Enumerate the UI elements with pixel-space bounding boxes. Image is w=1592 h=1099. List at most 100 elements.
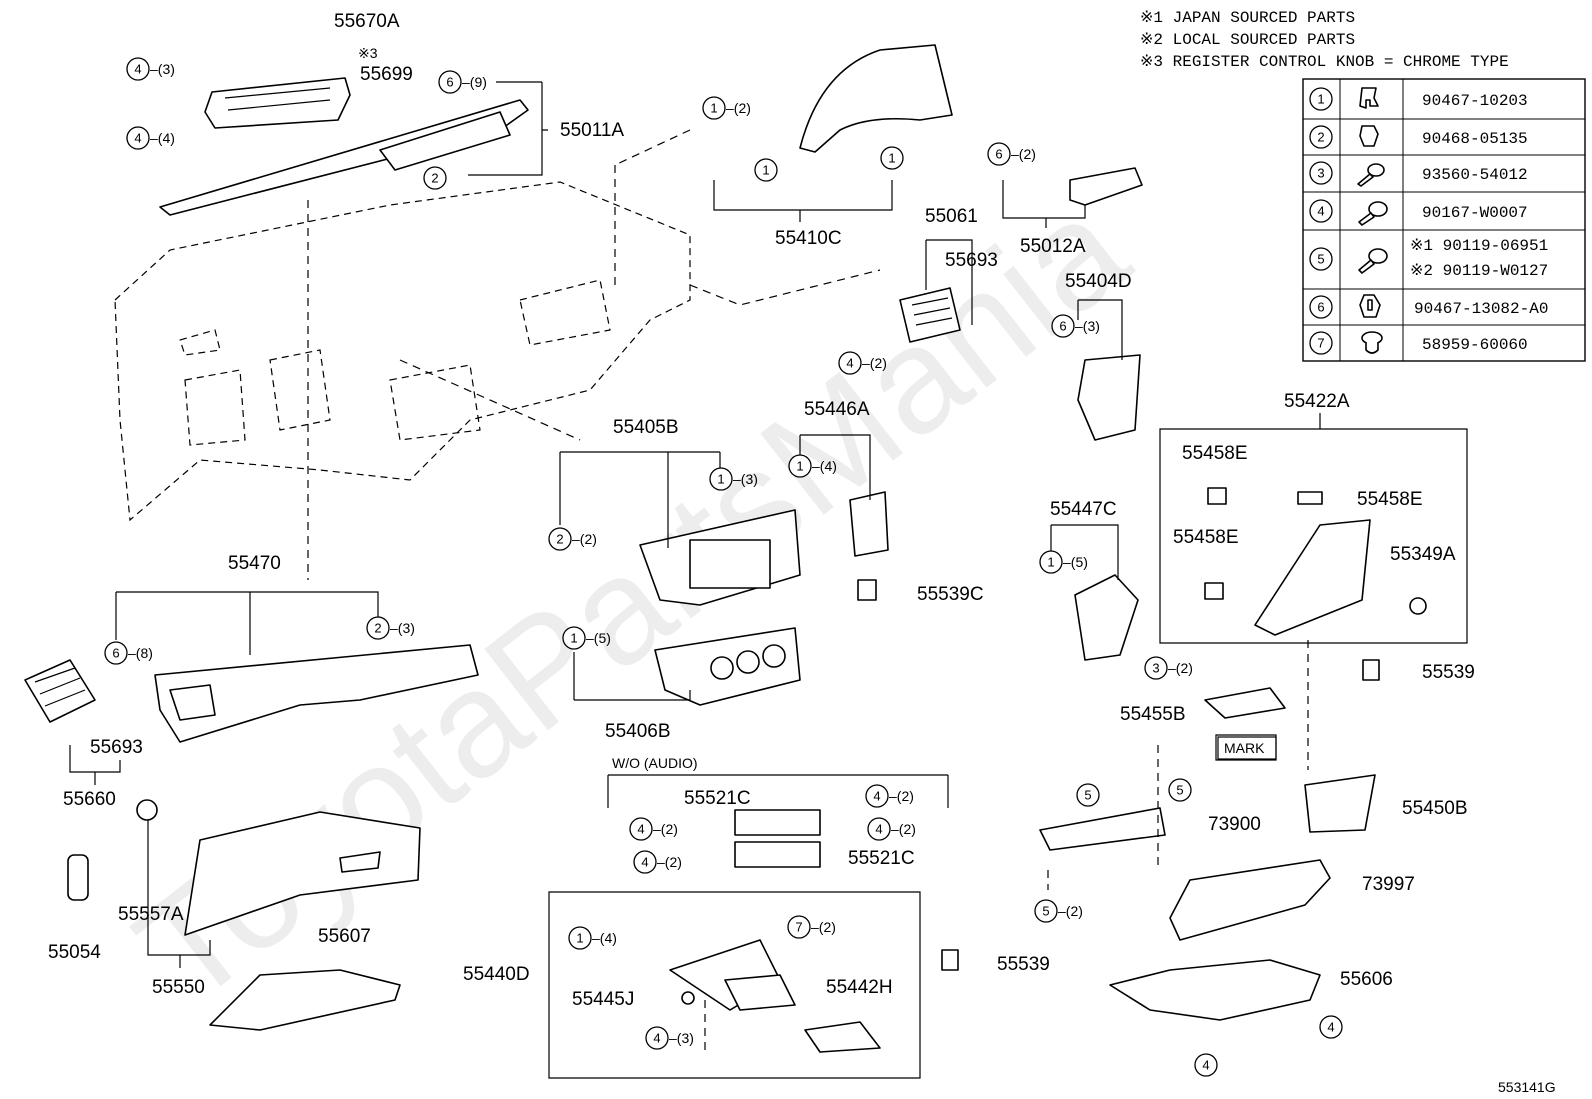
clip-icon: [1359, 87, 1379, 109]
callout-ref: 1: [570, 631, 577, 646]
callout-ref: 1: [576, 931, 583, 946]
label-55458E-2: 55458E: [1357, 489, 1423, 510]
screw-icon: [1358, 201, 1388, 226]
label-55693-a: 55693: [945, 250, 998, 271]
callout-ref: 4: [873, 789, 880, 804]
part-55012A-trim: [1069, 167, 1143, 206]
label-wo-audio: W/O (AUDIO): [612, 755, 698, 771]
callout-ref: 1: [1047, 555, 1054, 570]
note-local: ※2 LOCAL SOURCED PARTS: [1140, 31, 1355, 49]
part-55470-lower-panel: [154, 644, 479, 743]
label-55607: 55607: [318, 926, 371, 947]
label-55539-a: 55539: [1422, 662, 1475, 683]
callout-c19: 4 –(2): [865, 784, 914, 808]
callout-qty: –(3): [733, 471, 758, 487]
label-55450B: 55450B: [1402, 798, 1468, 819]
callout-qty: –(3): [390, 620, 415, 636]
callout-ref: 2: [374, 621, 381, 636]
table-ref: 6: [1317, 300, 1324, 315]
part-55054-damper: [67, 854, 89, 901]
table-ref: 7: [1317, 336, 1324, 351]
label-55440D: 55440D: [463, 964, 530, 985]
label-55693-b: 55693: [90, 737, 143, 758]
callout-c12: 2–(2): [548, 527, 597, 551]
callout-qty: –(4): [812, 458, 837, 474]
table-ref: 5: [1317, 252, 1324, 267]
callout-ref: 4: [1202, 1058, 1209, 1073]
callout-c1: 4–(3): [126, 57, 175, 81]
part-55406B-control-panel: [654, 627, 801, 706]
table-row: 2 90468-05135: [1309, 125, 1528, 149]
part-55061-vent: [899, 287, 961, 343]
callout-c11: 1 –(3): [709, 467, 758, 491]
callout-ref: 6: [995, 147, 1002, 162]
label-73997: 73997: [1362, 874, 1415, 895]
table-part-number-local: ※2 90119-W0127: [1410, 262, 1548, 280]
label-55349A: 55349A: [1390, 544, 1456, 565]
clip-icon: [1359, 125, 1379, 147]
part-55440D-assembly: [669, 939, 881, 1053]
callout-ref: 4: [134, 62, 141, 77]
callout-qty: –(2): [891, 821, 916, 837]
part-55550-bulb: [136, 799, 158, 821]
callout-c18: 3–(2): [1144, 656, 1193, 680]
label-55447C: 55447C: [1050, 499, 1117, 520]
callout-c17: 2 –(3): [366, 616, 415, 640]
callout-qty: –(2): [889, 788, 914, 804]
label-55699: 55699: [360, 64, 413, 85]
part-55660-side-vent: [24, 659, 96, 723]
callout-qty: –(2): [572, 531, 597, 547]
callout-c16: 6 –(8): [104, 641, 153, 665]
part-55455B-plate: [1204, 687, 1286, 719]
part-55607-under-cover: [209, 969, 401, 1031]
label-55521C-1: 55521C: [684, 788, 751, 809]
callout-c9: 4–(2): [838, 351, 887, 375]
callout-qty: –(2): [1058, 903, 1083, 919]
callout-ref: 6: [112, 646, 119, 661]
table-ref: 1: [1317, 92, 1324, 107]
label-55606: 55606: [1340, 969, 1393, 990]
callout-qty: –(2): [653, 821, 678, 837]
callout-qty: –(9): [462, 74, 487, 90]
callout-c28: 4–(3): [645, 1026, 694, 1050]
table-row: 5 ※1 90119-06951 ※2 90119-W0127: [1309, 237, 1548, 280]
callout-c22: 4–(2): [633, 850, 682, 874]
label-55012A: 55012A: [1020, 236, 1086, 257]
label-mark: MARK: [1224, 740, 1265, 756]
note-chrome: ※3 REGISTER CONTROL KNOB = CHROME TYPE: [1140, 53, 1509, 71]
table-part-number: 90167-W0007: [1422, 204, 1528, 222]
callout-ref: 2: [431, 171, 438, 186]
label-55455B: 55455B: [1120, 704, 1186, 725]
diagram-id: 553141G: [1498, 1079, 1556, 1095]
label-55660: 55660: [63, 789, 116, 810]
part-55521C-trays: [734, 809, 821, 868]
label-55458E-1: 55458E: [1182, 443, 1248, 464]
part-55404D-bracket: [1077, 354, 1141, 441]
label-55550: 55550: [152, 977, 205, 998]
callout-ref: 4: [134, 131, 141, 146]
callout-ref: 5: [1176, 783, 1183, 798]
label-55445J: 55445J: [572, 989, 634, 1010]
table-ref: 2: [1317, 130, 1324, 145]
callout-qty: –(8): [128, 645, 153, 661]
table-part-number: 90467-10203: [1422, 92, 1528, 110]
part-labels: 55670A ※3 55699 55011A 55410C 55012A 550…: [48, 11, 1556, 1095]
label-55410C: 55410C: [775, 228, 842, 249]
callout-c21: 4–(2): [867, 817, 916, 841]
label-55521C-2: 55521C: [848, 848, 915, 869]
callout-qty: –(2): [1011, 146, 1036, 162]
screw-icon: [1358, 248, 1388, 274]
callout-ref: 1: [717, 472, 724, 487]
label-55405B: 55405B: [613, 417, 679, 438]
callout-qty: –(2): [862, 355, 887, 371]
callout-qty: –(4): [592, 930, 617, 946]
callout-ref: 6: [1059, 319, 1066, 334]
callout-c20: 4–(2): [629, 817, 678, 841]
part-55450B-box: [1304, 774, 1376, 833]
callout-c3: 6–(9): [438, 70, 487, 94]
part-55670A-register: [204, 77, 351, 129]
part-55557A-glove-box: [184, 811, 421, 936]
callout-ref: 1: [888, 151, 895, 166]
label-55406B: 55406B: [605, 721, 671, 742]
